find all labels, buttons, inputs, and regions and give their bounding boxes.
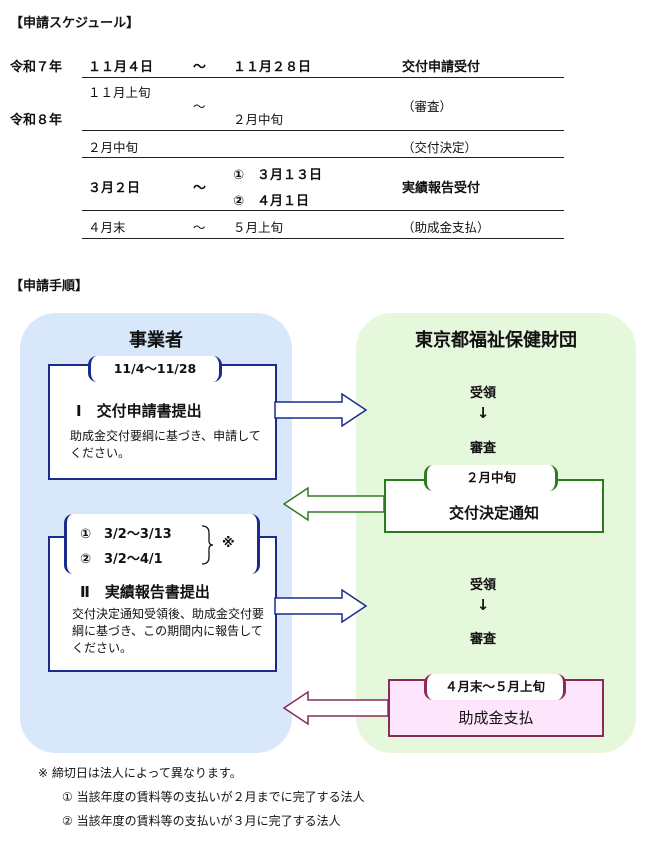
row2-tilde: ～: [193, 99, 206, 114]
application-desc: 助成金交付要綱に基づき、申請してください。: [70, 429, 261, 460]
flow1-receive: 受領: [469, 386, 496, 401]
row4-end1: ① ３月１３日: [233, 168, 323, 183]
submit-arrow-icon: [274, 392, 368, 428]
row4-end2: ② ４月１日: [233, 194, 310, 209]
row1-tilde: ～: [193, 60, 207, 75]
payment-period-pill: ４月末～５月上旬: [424, 674, 566, 700]
row5-end: ５月上旬: [233, 220, 284, 235]
footnote: ※ 締切日は法人によって異なります。: [38, 766, 242, 780]
flow2-receive: 受領: [469, 578, 496, 593]
row-divider: [82, 210, 564, 211]
down-arrow-icon: ↓: [476, 596, 490, 614]
application-period-pill: 11/4～11/28: [88, 356, 222, 382]
foundation-title: 東京都福祉保健財団: [415, 330, 577, 351]
row1-end: １１月２８日: [233, 60, 312, 75]
notice-arrow-icon: [282, 486, 385, 522]
procedure-heading: 【申請手順】: [10, 279, 89, 294]
row-divider: [82, 157, 564, 158]
flow1-review: 審査: [469, 441, 496, 456]
row4-start: ３月２日: [88, 181, 141, 196]
row5-event: （助成金支払）: [402, 220, 490, 235]
year-reiwa8: 令和８年: [10, 113, 63, 128]
row2-start: １１月上旬: [88, 85, 151, 100]
flow2-review: 審査: [469, 632, 496, 647]
row-divider: [82, 77, 564, 78]
row5-start: ４月末: [88, 220, 126, 235]
row-divider: [82, 130, 564, 131]
footnote-item-2: ② 当該年度の賃料等の支払いが３月に完了する法人: [62, 814, 341, 828]
report-title: Ⅱ 実績報告書提出: [80, 583, 210, 601]
brace-icon: [201, 525, 214, 565]
row5-tilde: ～: [193, 220, 206, 235]
application-title: Ⅰ 交付申請書提出: [76, 402, 202, 420]
report-note-mark: ※: [222, 536, 235, 551]
row3-start: ２月中旬: [88, 140, 139, 155]
payment-arrow-icon: [282, 690, 389, 726]
report-arrow-icon: [274, 588, 368, 624]
report-period-2: ② 3/2～4/1: [80, 552, 163, 567]
payment-title: 助成金支払: [458, 709, 534, 727]
year-reiwa7: 令和７年: [10, 60, 63, 75]
notice-title: 交付決定通知: [448, 504, 539, 522]
schedule-heading: 【申請スケジュール】: [10, 16, 140, 31]
row4-tilde: ～: [193, 181, 207, 196]
row2-end: ２月中旬: [233, 112, 284, 127]
applicant-title: 事業者: [129, 330, 183, 351]
row4-event: 実績報告受付: [402, 181, 481, 196]
down-arrow-icon: ↓: [476, 404, 490, 422]
notice-period-pill: ２月中旬: [424, 465, 558, 491]
report-period-1: ① 3/2～3/13: [80, 527, 172, 542]
row1-event: 交付申請受付: [402, 60, 481, 75]
row3-event: （交付決定）: [402, 140, 478, 155]
row1-start: １１月４日: [88, 60, 154, 75]
application-box: [48, 364, 277, 480]
report-period-pill: [64, 514, 260, 574]
row-divider: [82, 238, 564, 239]
footnote-item-1: ① 当該年度の賃料等の支払いが２月までに完了する法人: [62, 790, 365, 804]
row2-event: （審査）: [402, 99, 453, 114]
report-desc: 交付決定通知受領後、助成金交付要綱に基づき、この期間内に報告してください。: [72, 607, 265, 655]
